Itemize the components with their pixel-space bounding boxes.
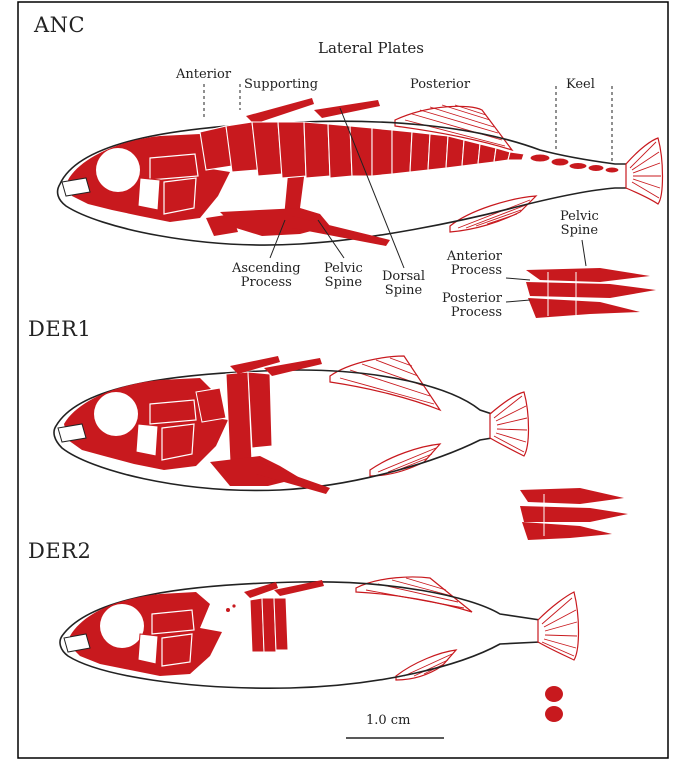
region-keel-label: Keel — [566, 78, 595, 92]
ascending-process-label-line1: Ascending — [232, 262, 301, 276]
ascending-process-label-line2: Process — [232, 276, 301, 290]
panel-label-der2: DER2 — [28, 540, 91, 563]
anc-eye-socket — [96, 148, 140, 192]
anc-caudal-fin — [626, 138, 663, 204]
inset-posterior-process-line2: Process — [438, 306, 502, 320]
region-supporting-label: Supporting — [244, 78, 318, 92]
inset-anterior-process-line2: Process — [440, 264, 502, 278]
inset-posterior-process-line1: Posterior — [438, 292, 502, 306]
anc-pelvis-inset — [506, 240, 656, 318]
lateral-plates-title: Lateral Plates — [318, 40, 424, 57]
dorsal-spine-label: Dorsal Spine — [382, 270, 425, 299]
dorsal-spine-label-line1: Dorsal — [382, 270, 425, 284]
dorsal-spine-label-line2: Spine — [382, 284, 425, 298]
scale-bar-label: 1.0 cm — [366, 714, 410, 728]
der2-pelvis-vestige — [545, 686, 563, 722]
anc-dorsal-spine-1 — [246, 98, 314, 124]
der1-pelvis-inset — [520, 488, 628, 540]
region-posterior-label: Posterior — [410, 78, 470, 92]
ascending-process-label: Ascending Process — [232, 262, 301, 291]
inset-pelvic-spine-line2: Spine — [560, 224, 599, 238]
inset-anterior-process-line1: Anterior — [440, 250, 502, 264]
fish-anc — [58, 84, 663, 268]
inset-anterior-process-label: Anterior Process — [440, 250, 502, 279]
pelvic-spine-label: Pelvic Spine — [324, 262, 363, 291]
pelvic-spine-label-line2: Spine — [324, 276, 363, 290]
fish-der2 — [60, 577, 579, 688]
fish-der1 — [54, 356, 529, 494]
panel-label-der1: DER1 — [28, 318, 91, 341]
inset-pelvic-spine-line1: Pelvic — [560, 210, 599, 224]
pelvic-spine-label-line1: Pelvic — [324, 262, 363, 276]
anc-dorsal-spine-2 — [314, 100, 380, 118]
region-anterior-label: Anterior — [176, 68, 231, 82]
panel-label-anc: ANC — [34, 14, 85, 37]
inset-posterior-process-label: Posterior Process — [438, 292, 502, 321]
inset-pelvic-spine-label: Pelvic Spine — [560, 210, 599, 239]
